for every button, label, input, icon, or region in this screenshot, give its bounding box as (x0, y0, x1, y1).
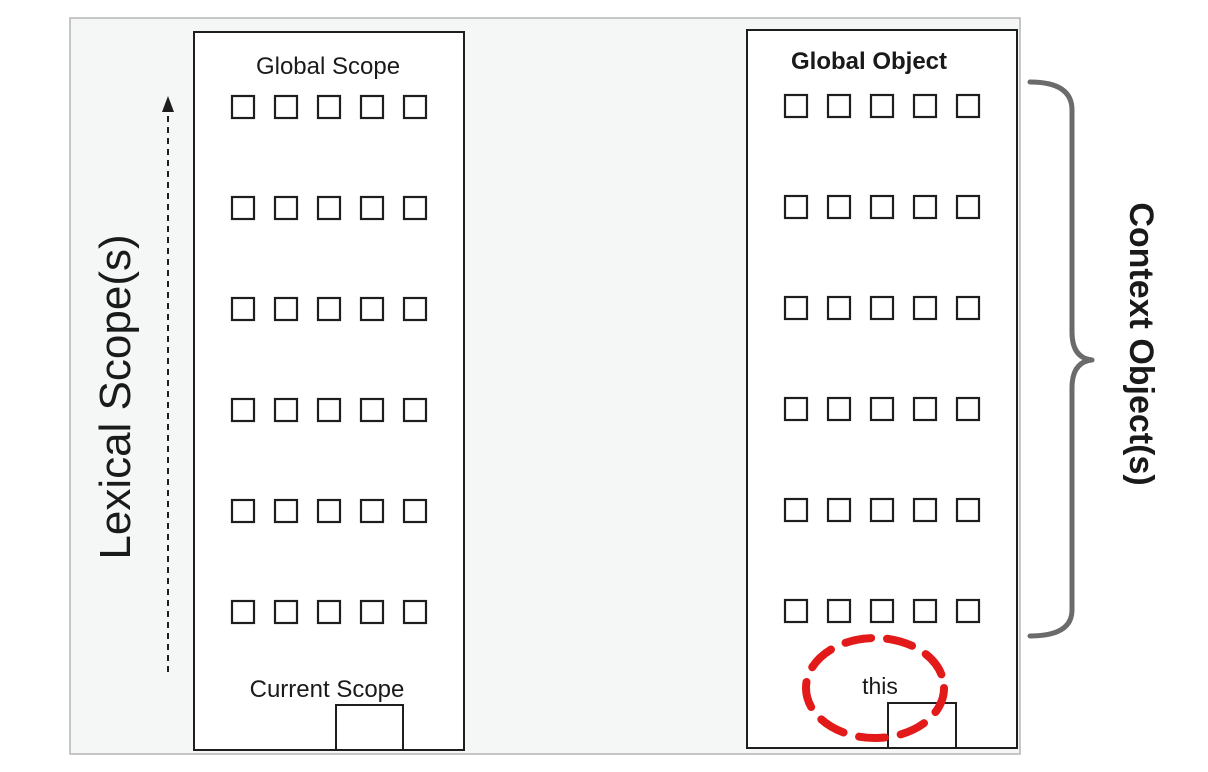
context-window (955, 497, 981, 523)
lexical-scope-label: Lexical Scope(s) (91, 234, 140, 559)
context-window (869, 194, 895, 220)
lexical-window (402, 94, 428, 120)
lexical-window (273, 296, 299, 322)
lexical-window (316, 397, 342, 423)
context-window (783, 194, 809, 220)
current-scope-label: Current Scope (250, 676, 405, 703)
lexical-windows (230, 94, 428, 625)
lexical-window (230, 599, 256, 625)
context-window (826, 598, 852, 624)
context-window (869, 598, 895, 624)
context-window (869, 497, 895, 523)
context-window (955, 295, 981, 321)
lexical-window (359, 296, 385, 322)
context-window (955, 598, 981, 624)
lexical-window (316, 599, 342, 625)
lexical-window (402, 498, 428, 524)
lexical-window (230, 397, 256, 423)
context-window (912, 93, 938, 119)
global-scope-label: Global Scope (256, 53, 400, 80)
lexical-window (273, 94, 299, 120)
lexical-window (402, 296, 428, 322)
context-window (869, 295, 895, 321)
context-window (912, 396, 938, 422)
lexical-window (359, 599, 385, 625)
lexical-arrowhead (162, 96, 174, 112)
context-window (783, 598, 809, 624)
lexical-window (230, 498, 256, 524)
context-window (869, 93, 895, 119)
lexical-window (230, 94, 256, 120)
context-window (826, 396, 852, 422)
lexical-building (193, 31, 465, 751)
context-window (826, 93, 852, 119)
context-window (826, 497, 852, 523)
context-window (955, 194, 981, 220)
context-window (912, 497, 938, 523)
context-window (826, 295, 852, 321)
context-window (783, 497, 809, 523)
context-window (783, 93, 809, 119)
lexical-window (316, 498, 342, 524)
lexical-window (273, 195, 299, 221)
context-window (912, 194, 938, 220)
context-window (783, 295, 809, 321)
context-window (869, 396, 895, 422)
context-objects-label: Context Object(s) (1122, 202, 1160, 485)
lexical-window (359, 195, 385, 221)
context-window (826, 194, 852, 220)
lexical-window (230, 296, 256, 322)
context-window (912, 598, 938, 624)
context-window (955, 93, 981, 119)
lexical-window (402, 195, 428, 221)
lexical-window (273, 498, 299, 524)
lexical-window (359, 498, 385, 524)
this-label: this (862, 673, 898, 699)
lexical-window (402, 599, 428, 625)
this-door (887, 702, 957, 749)
context-window (955, 396, 981, 422)
lexical-window (316, 195, 342, 221)
current-scope-door (335, 704, 404, 751)
context-window (912, 295, 938, 321)
lexical-window (316, 94, 342, 120)
context-windows (783, 93, 981, 624)
global-object-label: Global Object (791, 48, 947, 75)
lexical-window (273, 397, 299, 423)
context-building (746, 29, 1018, 749)
lexical-window (273, 599, 299, 625)
lexical-window (359, 397, 385, 423)
context-brace (1027, 79, 1095, 639)
lexical-window (230, 195, 256, 221)
lexical-window (359, 94, 385, 120)
lexical-window (402, 397, 428, 423)
context-window (783, 396, 809, 422)
this-highlight-ellipse (802, 634, 948, 742)
lexical-window (316, 296, 342, 322)
